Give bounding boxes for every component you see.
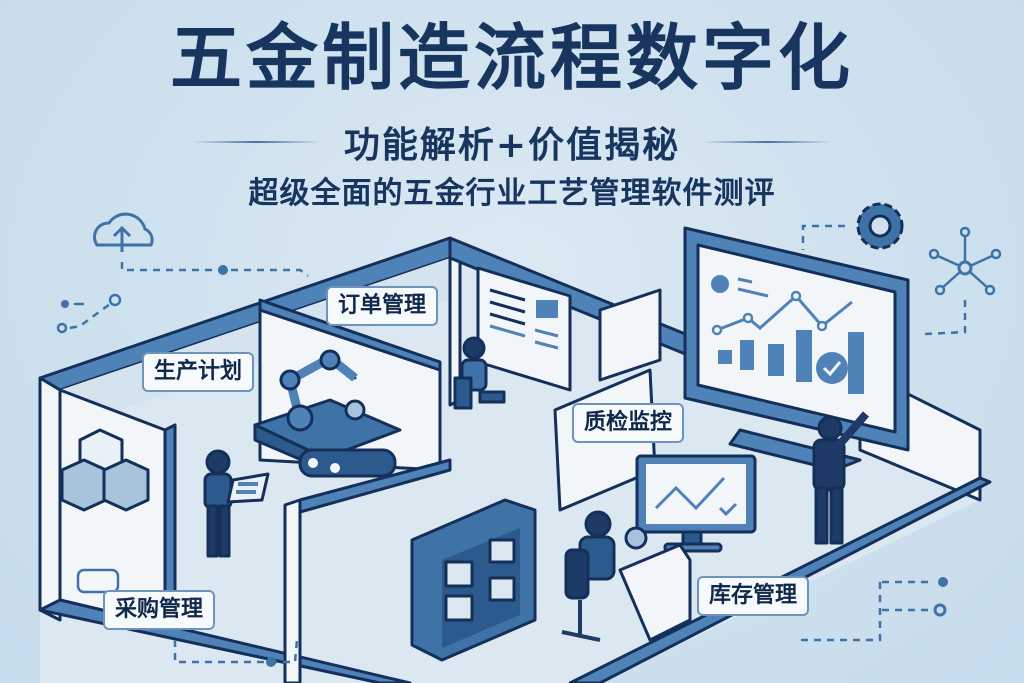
page-title: 五金制造流程数字化 [169, 16, 854, 100]
subtitle-row: 功能解析+价值揭秘 [0, 116, 1024, 168]
connection-nodes-icon [56, 293, 122, 334]
worker-inspecting-icon [561, 510, 692, 642]
divider-left [191, 141, 322, 143]
network-nodes-icon [924, 226, 1002, 336]
module-label-inventory[interactable]: 库存管理 [697, 576, 810, 616]
shelf-boxes-icon [410, 498, 537, 662]
tagline: 超级全面的五金行业工艺管理软件测评 [248, 176, 776, 211]
cloud-upload-icon [93, 212, 309, 277]
boxes-icon [60, 428, 150, 512]
module-label-purchasing[interactable]: 采购管理 [103, 590, 216, 630]
worker-presenting-icon [812, 411, 870, 545]
module-label-qc[interactable]: 质检监控 [572, 403, 685, 443]
order-document-icon [476, 266, 572, 392]
module-label-order[interactable]: 订单管理 [326, 286, 439, 326]
gear-icon [801, 202, 904, 250]
dashboard-chart-icon [683, 226, 910, 472]
worker-seated-icon [453, 336, 506, 410]
module-label-production[interactable]: 生产计划 [142, 352, 255, 392]
divider-right [702, 141, 833, 143]
robot-arm-icon [253, 349, 402, 478]
subtitle: 功能解析+价值揭秘 [343, 125, 681, 166]
worker-tablet-icon [203, 449, 270, 558]
monitor-chart-icon [635, 454, 757, 553]
